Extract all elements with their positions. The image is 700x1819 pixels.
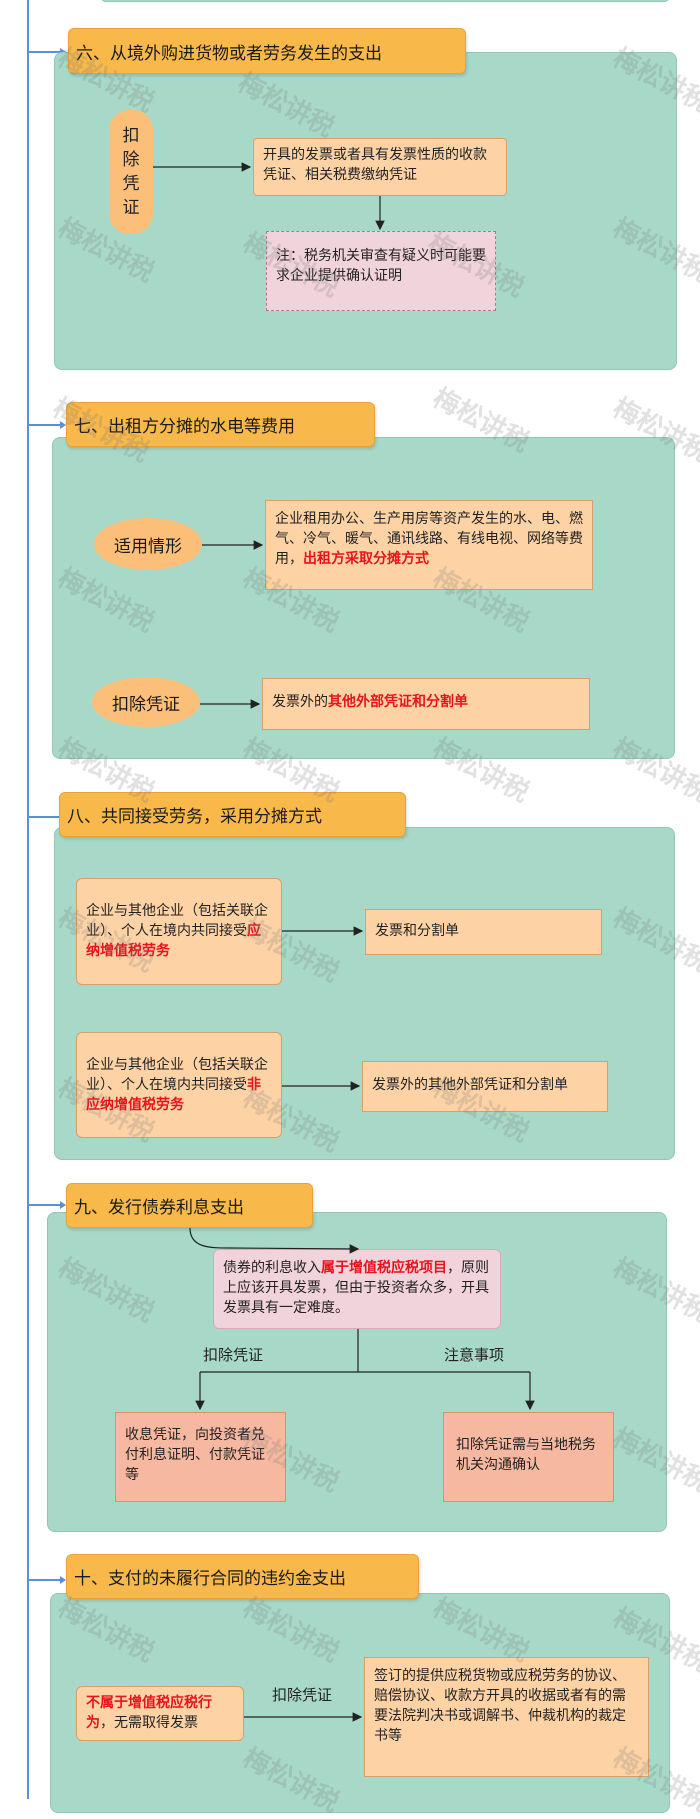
- section-6-voucher-box: 开具的发票或者具有发票性质的收款凭证、相关税费缴纳凭证: [253, 138, 507, 196]
- deduction-voucher-label: 扣除凭证: [203, 1346, 264, 1364]
- deduction-voucher-label: 扣除凭证: [272, 1686, 333, 1704]
- left-highlight: 非应纳增值税劳务: [86, 1077, 261, 1113]
- interest-text: 债券的利息收入: [223, 1260, 321, 1276]
- notice-label: 注意事项: [444, 1346, 505, 1364]
- timeline-connector: [28, 1576, 66, 1584]
- arrow: [189, 1227, 360, 1254]
- section-7-title: 七、出租方分摊的水电等费用: [66, 402, 375, 447]
- pill-char: 证: [122, 198, 140, 218]
- interest-text-2: ，原则上应该开具发票，但由于投资者众多，开具发票具有一定难度。: [223, 1260, 489, 1316]
- pill-char: 扣: [122, 126, 140, 146]
- section-7-voucher-box: 发票外的其他外部凭证和分割单: [262, 678, 590, 730]
- left-highlight: 不属于增值税应税行为: [86, 1695, 212, 1731]
- timeline-line: [27, 0, 29, 1799]
- voucher-text: 发票外的: [272, 694, 328, 710]
- pill-char: 凭: [122, 174, 140, 194]
- voucher-highlight: 其他外部凭证和分割单: [328, 694, 468, 710]
- section-8-left-box-1: 企业与其他企业（包括关联企业）、个人在境内共同接受应纳增值税劳务: [76, 878, 282, 985]
- deduction-voucher-oval: 扣除凭证: [92, 677, 200, 727]
- section-10-title: 十、支付的未履行合同的违约金支出: [66, 1554, 419, 1599]
- section-8-right-box-2: 发票外的其他外部凭证和分割单: [362, 1061, 608, 1112]
- section-10-left-box: 不属于增值税应税行为，无需取得发票: [76, 1686, 244, 1741]
- section-9-interest-box: 债券的利息收入属于增值税应税项目，原则上应该开具发票，但由于投资者众多，开具发票…: [213, 1249, 501, 1329]
- case-text: 企业租用办公、生产用房等资产发生的水、电、燃气、冷气、暖气、通讯线路、有线电视、…: [275, 511, 583, 567]
- section-8-left-box-2: 企业与其他企业（包括关联企业）、个人在境内共同接受非应纳增值税劳务: [76, 1032, 282, 1138]
- pill-char: 除: [122, 150, 140, 170]
- left-text: ，无需取得发票: [100, 1715, 198, 1731]
- interest-highlight: 属于增值税应税项目: [321, 1260, 447, 1276]
- section-7-case-box: 企业租用办公、生产用房等资产发生的水、电、燃气、冷气、暖气、通讯线路、有线电视、…: [265, 500, 593, 590]
- section-9-right-box: 扣除凭证需与当地税务机关沟通确认: [443, 1412, 614, 1502]
- timeline-connector: [28, 1201, 66, 1209]
- left-text: 企业与其他企业（包括关联企业）、个人在境内共同接受: [86, 1057, 268, 1093]
- timeline-connector: [28, 421, 66, 429]
- case-highlight: 出租方采取分摊方式: [303, 551, 429, 567]
- section-8-title: 八、共同接受劳务，采用分摊方式: [59, 792, 406, 837]
- section-6-title: 六、从境外购进货物或者劳务发生的支出: [68, 28, 466, 74]
- left-highlight: 应纳增值税劳务: [86, 923, 261, 959]
- left-text: 企业与其他企业（包括关联企业）、个人在境内共同接受: [86, 903, 268, 939]
- section-6-deduction-label: 扣 除 凭 证: [109, 110, 153, 234]
- section-8-right-box-1: 发票和分割单: [365, 909, 602, 955]
- applicable-case-oval: 适用情形: [94, 518, 202, 570]
- section-9-left-box: 收息凭证，向投资者兑付利息证明、付款凭证等: [115, 1412, 286, 1502]
- section-9-title: 九、发行债券利息支出: [66, 1183, 313, 1228]
- section-6-note-box: 注：税务机关审查有疑义时可能要求企业提供确认证明: [266, 231, 496, 311]
- section-6-panel: [54, 52, 677, 370]
- section-10-right-box: 签订的提供应税货物或应税劳务的协议、赔偿协议、收款方开具的收据或者有的需要法院判…: [364, 1657, 649, 1777]
